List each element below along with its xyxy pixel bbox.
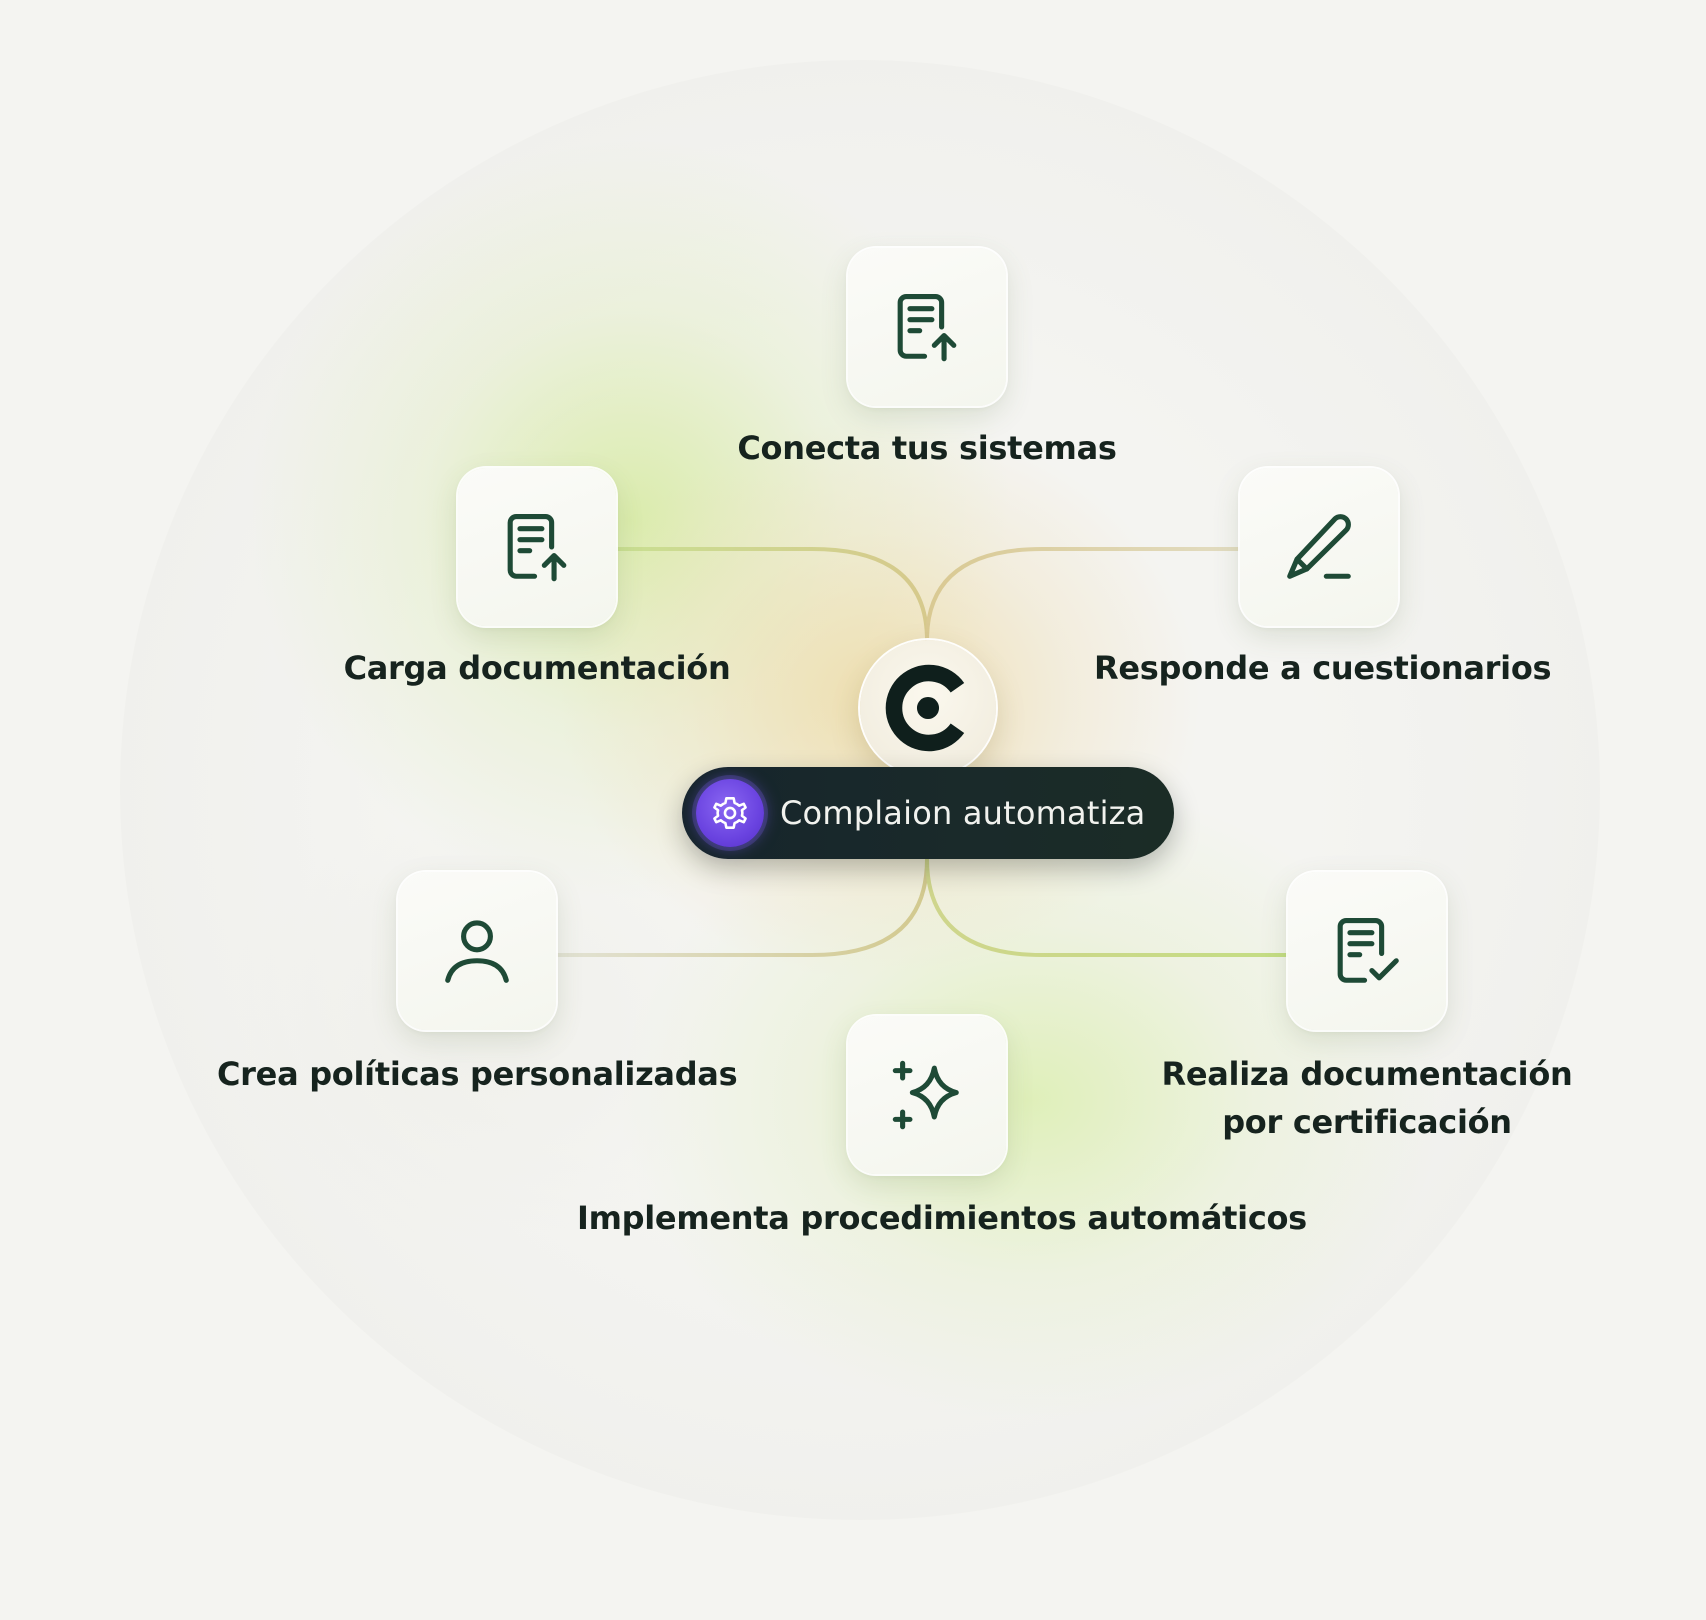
connector-crea: [555, 857, 929, 957]
node-card-conecta: [848, 248, 1006, 406]
node-label-realiza: Realiza documentación por certificación: [1142, 1050, 1592, 1146]
node-label-realiza-line2: por certificación: [1222, 1103, 1512, 1141]
node-label-realiza-line1: Realiza documentación: [1161, 1055, 1573, 1093]
node-label-implementa: Implementa procedimientos automáticos: [577, 1199, 1307, 1237]
user-icon: [445, 920, 509, 983]
connector-responde: [925, 547, 1242, 642]
automation-pill: Complaion automatiza: [682, 767, 1174, 859]
pill-icon-badge: [696, 779, 764, 847]
node-label-crea: Crea políticas personalizadas: [217, 1055, 738, 1093]
node-card-implementa: [848, 1016, 1006, 1174]
node-card-responde: [1240, 468, 1398, 626]
pen-icon: [1287, 514, 1351, 579]
node-card-crea: [398, 872, 556, 1030]
c-logo-icon: [885, 664, 965, 752]
node-label-conecta: Conecta tus sistemas: [737, 429, 1117, 467]
connector-realiza: [925, 857, 1290, 957]
document-check-icon: [1337, 917, 1399, 983]
node-label-carga: Carga documentación: [343, 649, 731, 687]
node-card-realiza: [1288, 872, 1446, 1030]
document-upload-icon: [897, 293, 957, 362]
pill-label: Complaion automatiza: [780, 794, 1146, 832]
node-card-carga: [458, 468, 616, 626]
sparkle-icon: [892, 1060, 959, 1130]
node-label-responde: Responde a cuestionarios: [1094, 649, 1552, 687]
center-logo: [860, 640, 996, 776]
gear-icon: [713, 797, 747, 829]
connector-carga: [614, 547, 929, 642]
document-upload-icon: [507, 513, 567, 582]
